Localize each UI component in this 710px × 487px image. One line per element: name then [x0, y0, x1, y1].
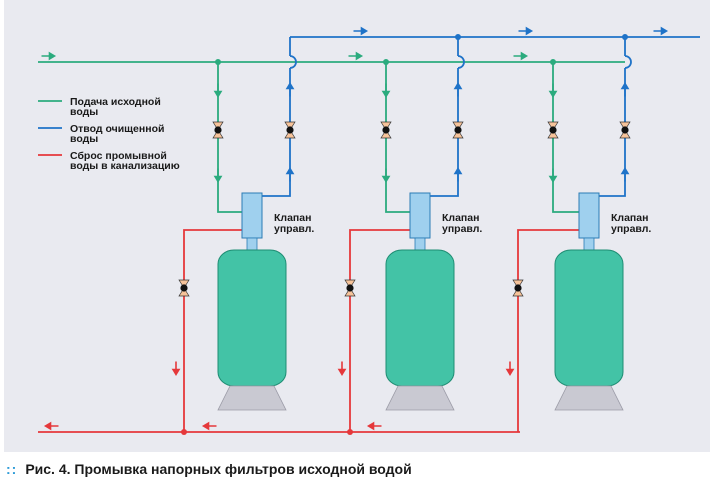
drain-branch-3 — [517, 229, 579, 432]
tank-base-1 — [217, 385, 287, 411]
supply-node-1 — [215, 59, 221, 65]
clean-node-2 — [455, 34, 461, 40]
figure-caption: ::Рис. 4. Промывка напорных фильтров исх… — [0, 461, 710, 483]
drain-node-2 — [347, 429, 353, 435]
supply-valve-3 — [547, 121, 559, 139]
control-valve-label-3: Клапан управл. — [611, 212, 652, 235]
legend-supply-label: Подача исходной воды — [70, 96, 161, 118]
tank-base-2 — [385, 385, 455, 411]
filter-tank-2 — [385, 249, 455, 387]
control-valve-neck-1 — [246, 237, 258, 251]
clean-branch-3 — [599, 68, 626, 197]
supply-down-arrow-b-1 — [213, 168, 223, 184]
control-valve-neck-3 — [583, 237, 595, 251]
filter-tank-3 — [554, 249, 624, 387]
clean-hop-2 — [457, 55, 465, 69]
control-valve-2 — [409, 192, 431, 239]
supply-branch-2 — [385, 62, 410, 213]
control-valve-neck-2 — [414, 237, 426, 251]
supply-down-arrow-b-3 — [548, 168, 558, 184]
drain-down-arrow-2 — [337, 361, 347, 377]
legend-clean-label: Отвод очищенной воды — [70, 123, 165, 145]
supply-down-arrow-a-1 — [213, 83, 223, 99]
clean-arrow-1 — [353, 26, 369, 36]
drain-branch-1 — [183, 229, 242, 432]
diagram-panel: Подача исходной воды Отвод очищенной вод… — [4, 0, 710, 452]
caption-figure-number: Рис. 4. — [25, 461, 71, 477]
clean-arrow-3 — [653, 26, 669, 36]
supply-node-3 — [550, 59, 556, 65]
drain-valve-2 — [344, 279, 356, 297]
drain-arrow-2 — [201, 421, 217, 431]
clean-arrow-2 — [518, 26, 534, 36]
supply-node-2 — [383, 59, 389, 65]
supply-arrow-2 — [348, 51, 364, 61]
control-valve-1 — [241, 192, 263, 239]
drain-outlet-arrow — [43, 421, 59, 431]
drain-down-arrow-1 — [171, 361, 181, 377]
supply-branch-1 — [217, 62, 242, 213]
drain-valve-3 — [512, 279, 524, 297]
clean-hop-3 — [624, 55, 632, 69]
drain-down-arrow-3 — [505, 361, 515, 377]
drain-valve-1 — [178, 279, 190, 297]
supply-valve-1 — [212, 121, 224, 139]
clean-up-arrow-a-2 — [453, 81, 463, 97]
piping-diagram — [38, 26, 700, 435]
drain-node-1 — [181, 429, 187, 435]
supply-inlet-arrow — [41, 51, 57, 61]
clean-valve-2 — [452, 121, 464, 139]
drain-arrow-3 — [366, 421, 382, 431]
clean-valve-1 — [284, 121, 296, 139]
caption-text: Промывка напорных фильтров исходной водо… — [74, 461, 412, 477]
control-valve-label-1: Клапан управл. — [274, 212, 315, 235]
clean-node-3 — [622, 34, 628, 40]
clean-up-arrow-a-1 — [285, 81, 295, 97]
caption-bullet-icon: :: — [6, 461, 18, 477]
supply-valve-2 — [380, 121, 392, 139]
supply-down-arrow-b-2 — [381, 168, 391, 184]
clean-up-arrow-b-1 — [285, 166, 295, 182]
control-valve-label-2: Клапан управл. — [442, 212, 483, 235]
drain-branch-2 — [349, 229, 410, 432]
tank-base-3 — [554, 385, 624, 411]
supply-down-arrow-a-3 — [548, 83, 558, 99]
supply-down-arrow-a-2 — [381, 83, 391, 99]
clean-up-arrow-a-3 — [620, 81, 630, 97]
supply-branch-3 — [552, 62, 579, 213]
legend-drain-label: Сброс промывной воды в канализацию — [70, 150, 180, 172]
control-valve-3 — [578, 192, 600, 239]
clean-valve-3 — [619, 121, 631, 139]
clean-up-arrow-b-2 — [453, 166, 463, 182]
clean-branch-1 — [262, 68, 291, 197]
clean-hop-1 — [289, 55, 297, 69]
clean-up-arrow-b-3 — [620, 166, 630, 182]
filter-tank-1 — [217, 249, 287, 387]
supply-arrow-3 — [513, 51, 529, 61]
clean-branch-2 — [430, 68, 459, 197]
